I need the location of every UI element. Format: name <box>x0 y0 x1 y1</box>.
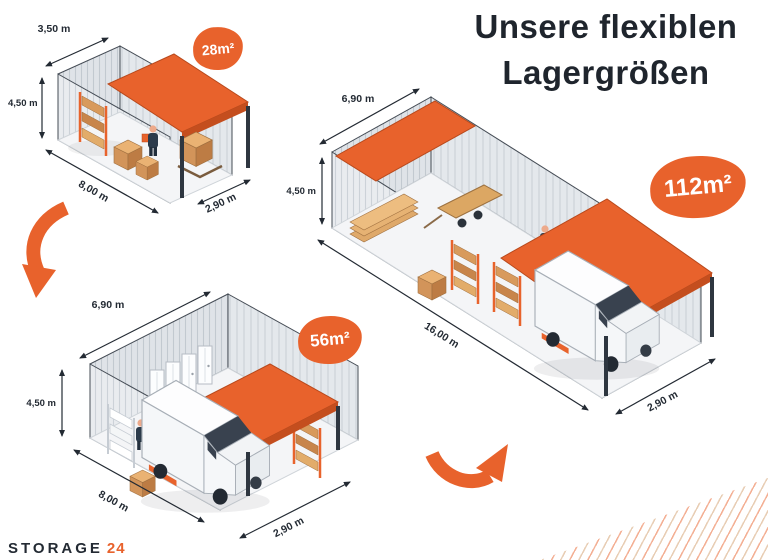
pallet-base <box>177 164 223 179</box>
dimension-line <box>45 37 109 67</box>
panel-stack <box>349 193 419 243</box>
headline-line1: Unsere flexiblen <box>474 8 738 45</box>
canopy-edge <box>182 102 248 140</box>
unit-112-illustration: 6,90 m 4,50 m 16,00 m 2,90 m <box>286 88 716 415</box>
headline: Unsere flexiblen Lagergrößen <box>446 4 766 95</box>
dimension-line <box>79 291 211 359</box>
curved-arrow-down <box>22 201 70 298</box>
width-label: 3,50 m <box>38 23 71 35</box>
unit-28-canopy <box>106 53 250 140</box>
front-label: 2,90 m <box>271 515 306 541</box>
dimension-line <box>45 149 159 214</box>
dimension-line <box>615 358 716 415</box>
unit-28-pallet-zone <box>177 106 250 198</box>
depth-label: 16,00 m <box>422 320 461 351</box>
corner-hatch-pattern <box>540 478 768 560</box>
height-label: 4,50 m <box>286 186 316 197</box>
unit-56-illustration: 6,90 m 4,50 m 8,00 m 2,90 m <box>26 291 360 541</box>
trailer-icon <box>423 184 504 229</box>
locker-cabinet <box>197 345 213 385</box>
brand-number: 24 <box>106 540 126 557</box>
dimension-line <box>73 449 205 523</box>
depth-label: 8,00 m <box>76 178 110 205</box>
height-label: 4,50 m <box>26 398 56 409</box>
unit-28-illustration: 3,50 m 4,50 m 8,00 m 2,90 m <box>8 23 251 216</box>
depth-label: 8,00 m <box>96 488 130 514</box>
front-label: 2,90 m <box>203 191 238 216</box>
height-label: 4,50 m <box>8 98 38 109</box>
brand-name: STORAGE <box>8 540 103 557</box>
front-label: 2,90 m <box>645 388 680 414</box>
dimension-line <box>197 179 251 205</box>
canopy-edge <box>248 402 338 456</box>
curved-arrow-up <box>425 444 508 488</box>
dimension-line <box>317 239 589 411</box>
dimension-line <box>239 481 351 539</box>
headline-line2: Lagergrößen <box>502 53 710 91</box>
dimension-line <box>319 88 420 145</box>
width-label: 6,90 m <box>342 93 375 105</box>
width-label: 6,90 m <box>92 299 125 311</box>
